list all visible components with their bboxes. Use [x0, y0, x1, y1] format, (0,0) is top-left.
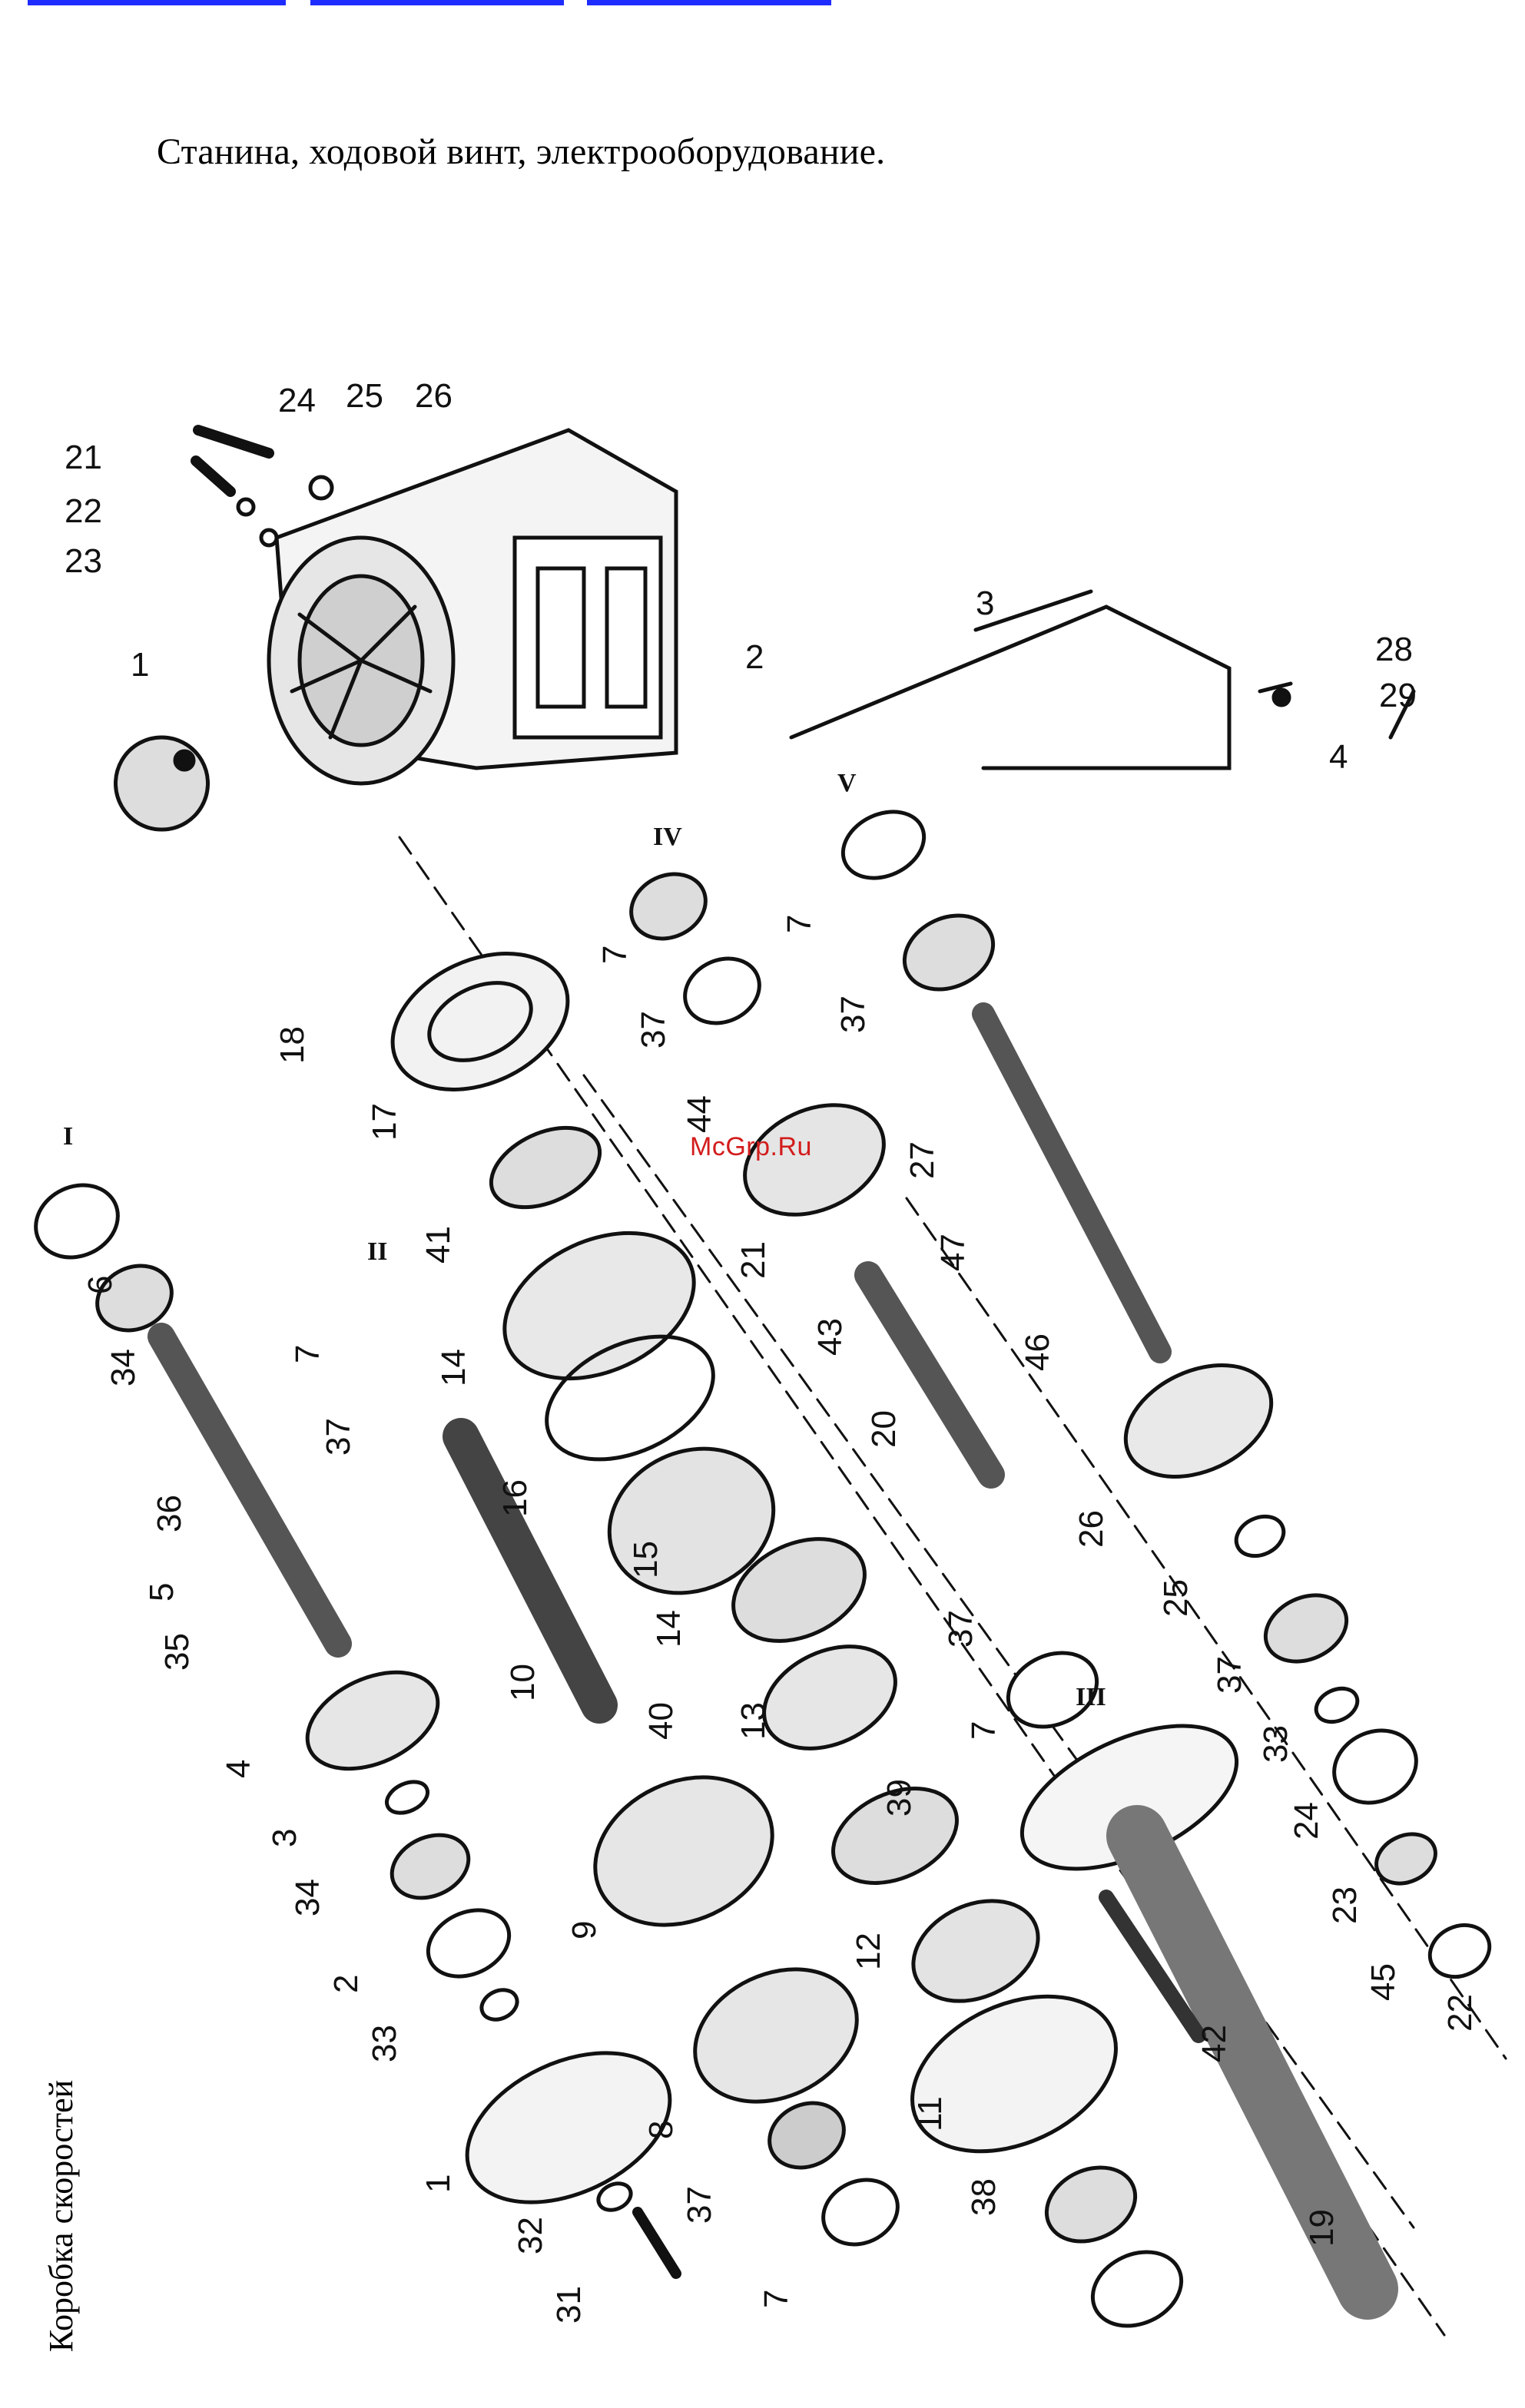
part-label: 11: [911, 2096, 949, 2131]
part-label: 37: [635, 1011, 672, 1048]
part-label: 44: [681, 1095, 718, 1133]
shaft-label: III: [1076, 1683, 1106, 1711]
part-label: 24: [1288, 1802, 1325, 1840]
shaft-label: I: [63, 1122, 73, 1151]
part-label: 3: [976, 585, 994, 622]
part-label: 36: [151, 1495, 188, 1532]
part-label: 8: [642, 2121, 680, 2139]
part-label: 33: [1257, 1725, 1295, 1763]
part-label: 7: [289, 1345, 327, 1363]
part-label: 47: [934, 1234, 972, 1271]
part-label: 24: [278, 382, 316, 419]
part-label: 28: [1375, 631, 1413, 668]
watermark: McGrp.Ru: [690, 1132, 812, 1162]
part-label: 14: [435, 1349, 472, 1386]
shaft-label: V: [837, 769, 857, 797]
part-label: 43: [811, 1318, 849, 1356]
part-label: 39: [880, 1779, 918, 1817]
part-label: 29: [1379, 677, 1417, 714]
part-label: 7: [758, 2290, 795, 2308]
part-label: 21: [734, 1241, 772, 1279]
part-label: 16: [496, 1479, 534, 1517]
part-label: 1: [131, 646, 149, 684]
part-label: 31: [550, 2286, 588, 2324]
part-label: 22: [1441, 1994, 1479, 2032]
part-label: 41: [419, 1226, 457, 1264]
part-label: 34: [289, 1879, 327, 1916]
part-label: 46: [1019, 1333, 1056, 1371]
part-label: 20: [865, 1410, 903, 1448]
part-label: 37: [1211, 1656, 1248, 1694]
side-caption: Коробка скоростей: [42, 2024, 81, 2408]
part-label: 23: [1326, 1886, 1364, 1924]
motor-labels: 24 25 26 21 22 23 1 3 2 28 29 4: [65, 377, 1417, 776]
part-label: 37: [681, 2186, 718, 2224]
part-label: 4: [220, 1760, 257, 1778]
part-label: 26: [1072, 1510, 1110, 1548]
part-label: 2: [745, 638, 764, 676]
part-label: 7: [965, 1721, 1003, 1740]
part-label: 10: [504, 1664, 542, 1701]
part-label: 40: [642, 1702, 680, 1740]
part-label: 34: [104, 1349, 142, 1386]
part-label: 17: [366, 1103, 403, 1141]
part-label: 25: [346, 377, 383, 415]
part-label: 1: [419, 2174, 457, 2193]
part-label: 5: [143, 1583, 181, 1601]
part-label: 7: [596, 946, 634, 964]
part-label: 2: [327, 1975, 365, 1993]
part-label: 15: [627, 1541, 665, 1578]
part-label: 38: [965, 2178, 1003, 2216]
part-label: 25: [1157, 1579, 1195, 1617]
part-label: 3: [266, 1829, 303, 1847]
part-label: 9: [565, 1921, 603, 1939]
part-label: 7: [781, 915, 818, 933]
part-label: 45: [1364, 1963, 1402, 2001]
part-label: 21: [65, 439, 102, 476]
part-label: 35: [158, 1633, 196, 1671]
part-label: 37: [942, 1610, 980, 1648]
part-label: 18: [274, 1026, 311, 1064]
part-label: 4: [1329, 738, 1348, 776]
part-label: 32: [512, 2217, 549, 2254]
part-label: 14: [650, 1610, 688, 1648]
part-label: 13: [734, 1702, 772, 1740]
part-label: 27: [903, 1141, 941, 1179]
shaft-label: IV: [653, 823, 682, 851]
part-label: 33: [366, 2025, 403, 2062]
part-label: 42: [1195, 2025, 1233, 2062]
part-label: 12: [850, 1933, 887, 1970]
part-label: 26: [415, 377, 453, 415]
part-label: 23: [65, 542, 102, 580]
part-label: 37: [320, 1418, 357, 1456]
shaft-label: II: [367, 1237, 387, 1266]
part-label: 22: [65, 492, 102, 530]
part-label: 37: [834, 995, 872, 1033]
motor-assembly: [116, 430, 1414, 830]
part-label: 6: [81, 1276, 119, 1294]
part-label: 19: [1303, 2209, 1341, 2247]
